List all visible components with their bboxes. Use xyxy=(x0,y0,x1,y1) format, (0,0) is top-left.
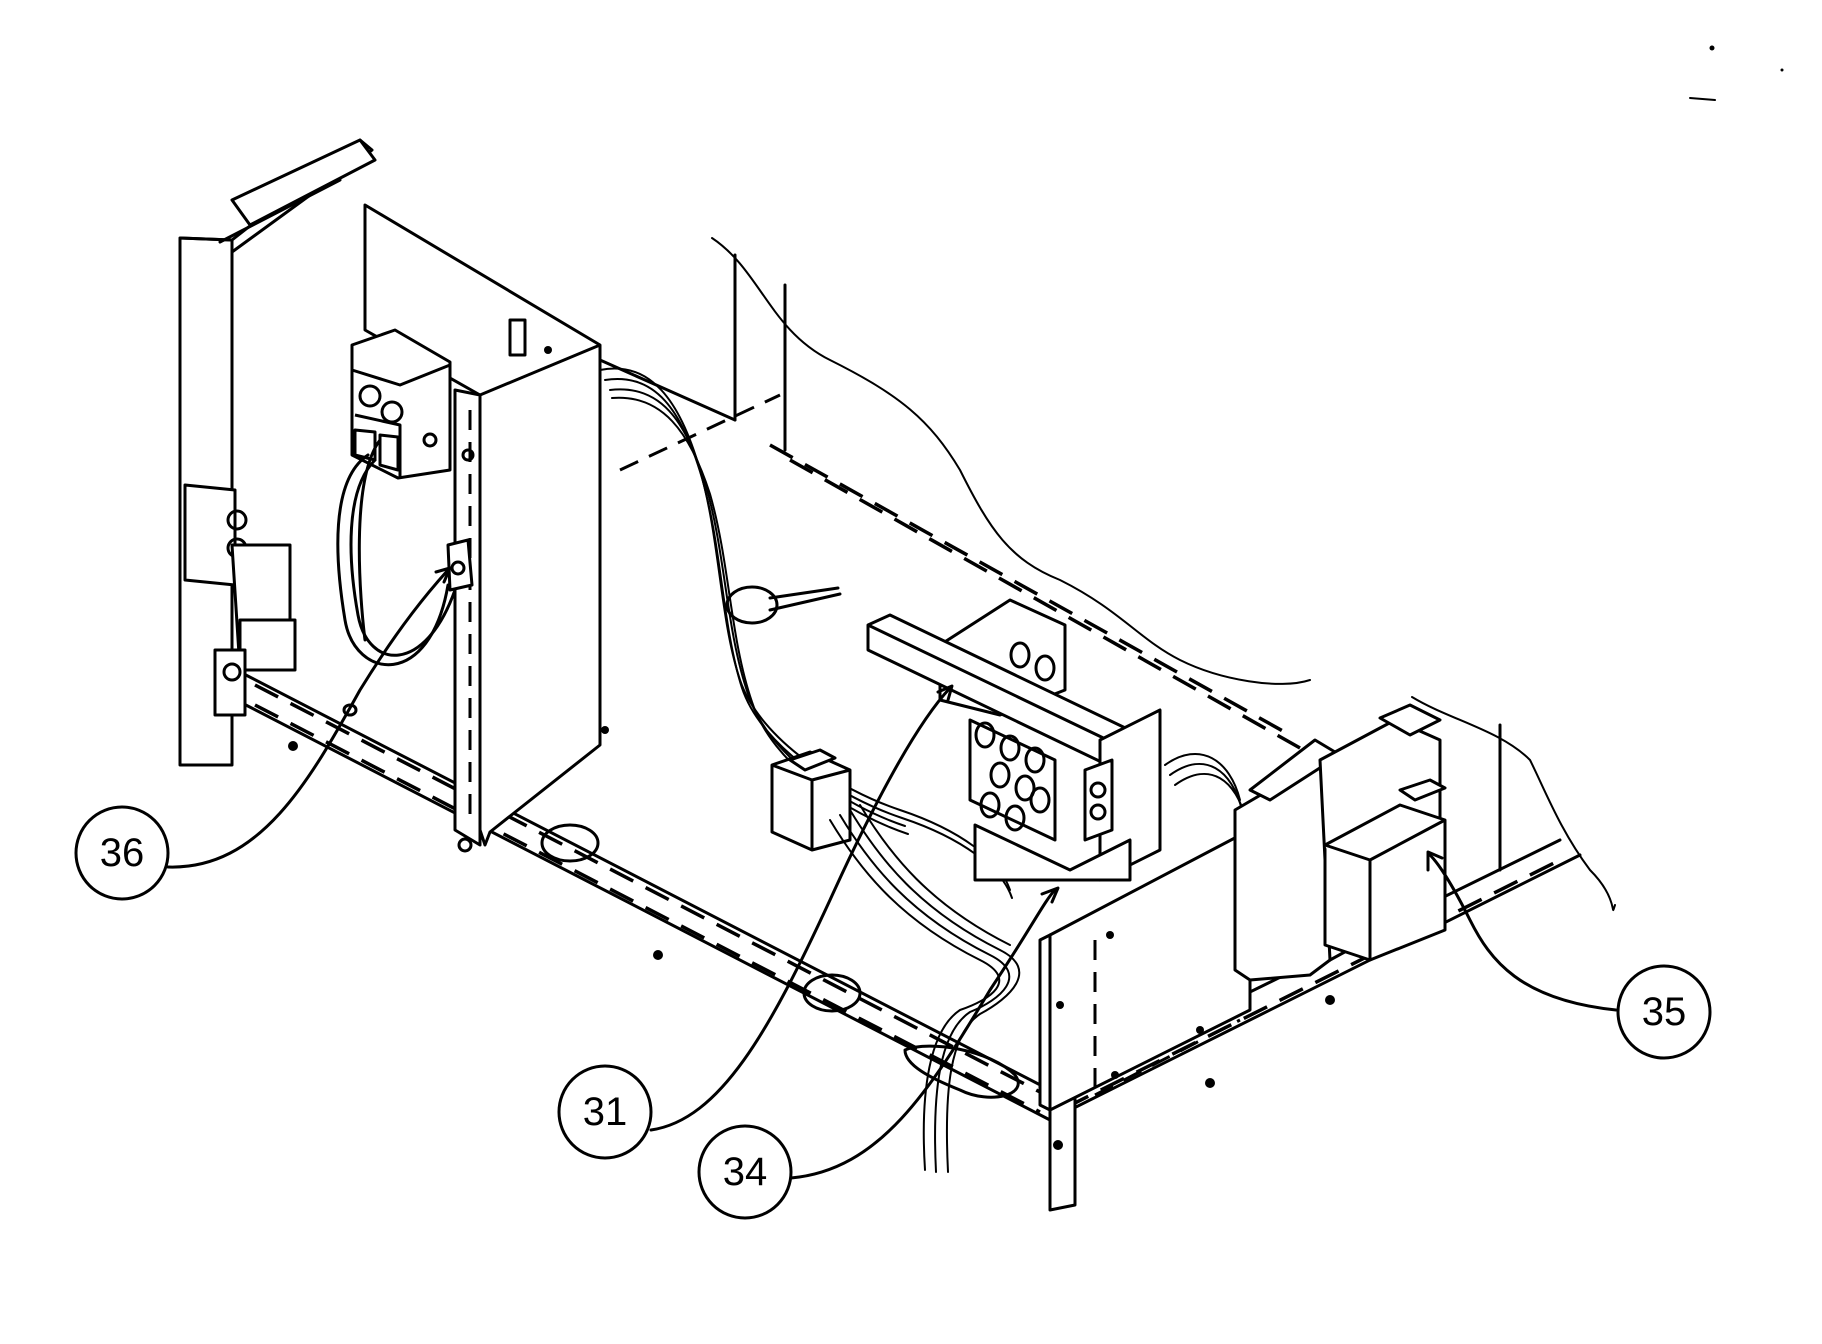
control-box xyxy=(336,203,609,853)
center-bracket xyxy=(866,598,1162,882)
callout-36-label: 36 xyxy=(100,831,145,875)
back-wall-cutaway xyxy=(711,237,1616,912)
callout-35: 35 xyxy=(1616,964,1712,1060)
callout-34: 34 xyxy=(697,1124,793,1220)
left-upright-panel xyxy=(178,138,377,767)
callout-36: 36 xyxy=(74,805,170,901)
wire-harness xyxy=(599,367,1021,1173)
terminal-block xyxy=(350,328,452,480)
right-cover-box xyxy=(1038,753,1252,1112)
callout-31: 31 xyxy=(557,1064,653,1160)
callout-35-label: 35 xyxy=(1642,990,1687,1034)
scan-specks xyxy=(1689,45,1784,101)
callout-31-label: 31 xyxy=(583,1090,628,1134)
transformers xyxy=(1233,703,1447,982)
callout-34-label: 34 xyxy=(723,1150,768,1194)
leader-lines xyxy=(166,566,1618,1180)
